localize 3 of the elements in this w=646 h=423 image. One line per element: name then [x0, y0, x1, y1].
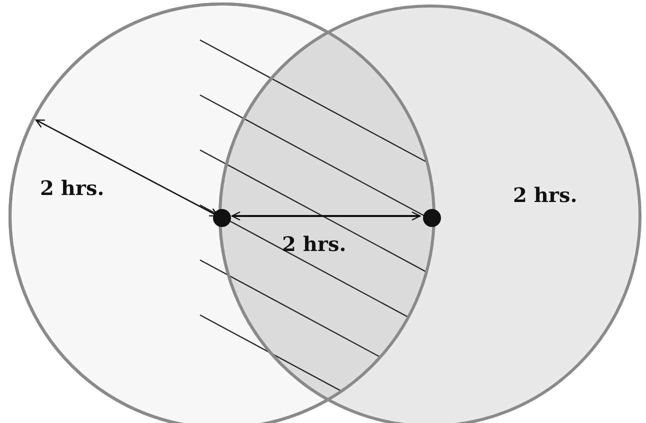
duration-label: 2 hrs. — [282, 232, 346, 256]
duration-label: 2 hrs. — [513, 183, 578, 207]
duration-label: 2 hrs. — [40, 176, 104, 200]
